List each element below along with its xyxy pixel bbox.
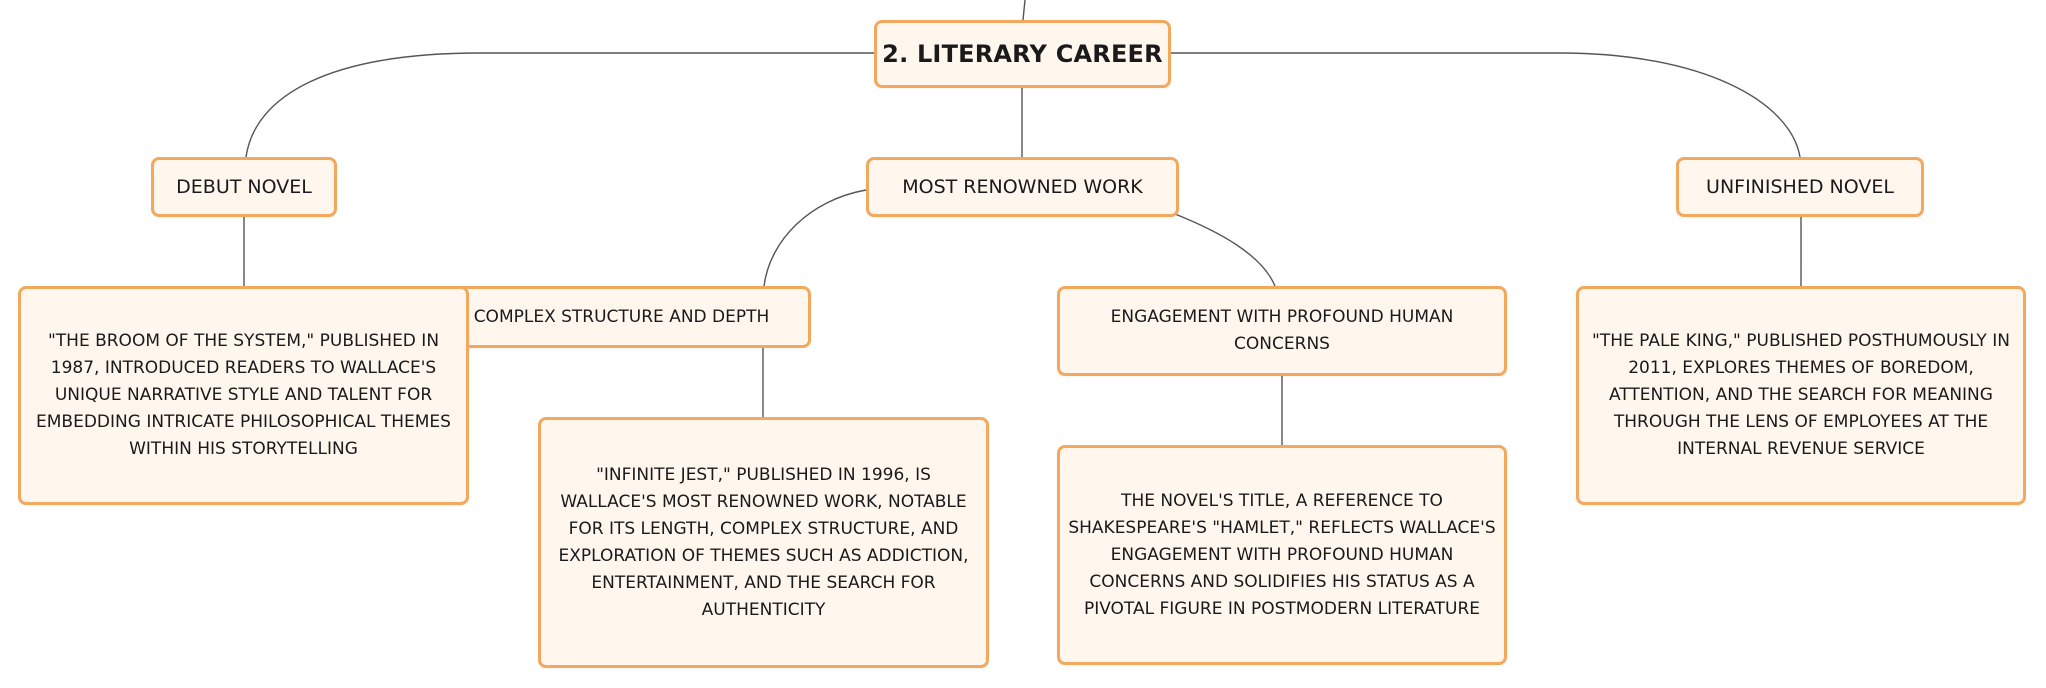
detail-text-infinite-jest: "Infinite Jest," published in 1996, is W…: [558, 464, 969, 620]
branch-label-most-renowned-work: Most Renowned Work: [902, 176, 1143, 198]
root-topic-node[interactable]: 2. Literary Career: [874, 20, 1171, 88]
detail-text-title-reference: The novel's title, a reference to Shakes…: [1068, 490, 1496, 619]
subtopic-label-profound-concerns: Engagement with Profound Human Concerns: [1110, 307, 1454, 354]
root-topic-label: 2. Literary Career: [882, 40, 1163, 68]
branch-label-unfinished-novel: Unfinished Novel: [1706, 176, 1894, 198]
connector-renowned-to-profound-concerns: [1174, 213, 1276, 287]
detail-node-pale-king[interactable]: "The Pale King," published posthumously …: [1576, 286, 2026, 505]
detail-node-title-reference[interactable]: The novel's title, a reference to Shakes…: [1057, 445, 1507, 665]
branch-node-debut-novel[interactable]: Debut Novel: [151, 157, 337, 217]
subtopic-node-profound-concerns[interactable]: Engagement with Profound Human Concerns: [1057, 286, 1507, 376]
branch-node-unfinished-novel[interactable]: Unfinished Novel: [1676, 157, 1924, 217]
detail-node-infinite-jest[interactable]: "Infinite Jest," published in 1996, is W…: [538, 417, 989, 668]
subtopic-node-complex-structure[interactable]: Complex Structure and Depth: [432, 286, 811, 348]
detail-node-broom-of-the-system[interactable]: "The Broom of the System," published in …: [18, 286, 469, 505]
detail-text-pale-king: "The Pale King," published posthumously …: [1592, 331, 2010, 459]
subtopic-label-complex-structure: Complex Structure and Depth: [473, 306, 770, 327]
connector-root-to-debut-novel: [245, 52, 874, 158]
branch-label-debut-novel: Debut Novel: [176, 176, 312, 198]
connector-root-to-unfinished-novel: [1171, 52, 1801, 158]
connector-renowned-to-complex-structure: [763, 189, 867, 287]
connector-parent-to-root: [1022, 0, 1026, 21]
detail-text-broom-of-the-system: "The Broom of the System," published in …: [36, 331, 451, 459]
branch-node-most-renowned-work[interactable]: Most Renowned Work: [866, 157, 1179, 217]
